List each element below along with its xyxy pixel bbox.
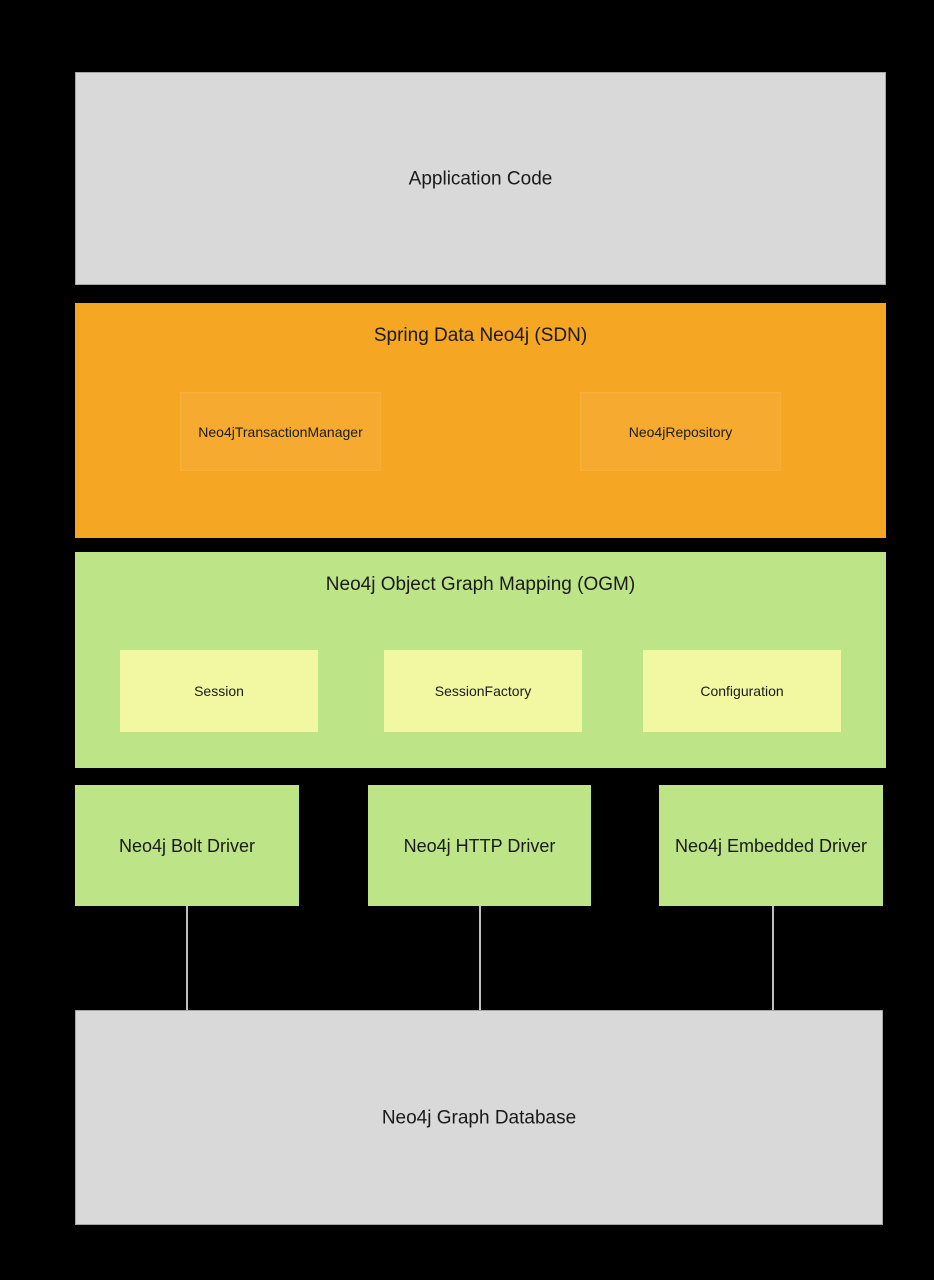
component-neo4j-embedded-driver-label: Neo4j Embedded Driver (674, 835, 868, 856)
connector-bolt-to-db (186, 906, 188, 1010)
layer-spring-data-neo4j[interactable]: Spring Data Neo4j (SDN) Neo4jTransaction… (75, 303, 886, 538)
layer-neo4j-graph-database[interactable]: Neo4j Graph Database (75, 1010, 883, 1225)
component-neo4j-http-driver-label: Neo4j HTTP Driver (403, 835, 556, 856)
component-configuration[interactable]: Configuration (643, 650, 841, 732)
component-neo4j-bolt-driver-label: Neo4j Bolt Driver (118, 835, 256, 856)
connector-embedded-to-db (772, 906, 774, 1010)
component-session-label: Session (194, 683, 244, 699)
component-neo4j-transaction-manager[interactable]: Neo4jTransactionManager (180, 392, 381, 471)
layer-neo4j-ogm-title: Neo4j Object Graph Mapping (OGM) (325, 574, 636, 595)
component-neo4j-embedded-driver[interactable]: Neo4j Embedded Driver (659, 785, 883, 906)
component-session-factory[interactable]: SessionFactory (384, 650, 582, 732)
layer-neo4j-ogm[interactable]: Neo4j Object Graph Mapping (OGM) Session… (75, 552, 886, 768)
component-neo4j-bolt-driver[interactable]: Neo4j Bolt Driver (75, 785, 299, 906)
component-configuration-label: Configuration (700, 683, 784, 699)
layer-spring-data-neo4j-title: Spring Data Neo4j (SDN) (373, 325, 588, 346)
connector-http-to-db (479, 906, 481, 1010)
component-neo4j-http-driver[interactable]: Neo4j HTTP Driver (368, 785, 591, 906)
component-neo4j-repository[interactable]: Neo4jRepository (580, 392, 781, 471)
layer-application-code-label: Application Code (408, 168, 553, 189)
component-neo4j-transaction-manager-label: Neo4jTransactionManager (198, 423, 363, 440)
layer-application-code[interactable]: Application Code (75, 72, 886, 285)
layer-neo4j-graph-database-label: Neo4j Graph Database (381, 1107, 577, 1128)
component-neo4j-repository-label: Neo4jRepository (628, 423, 733, 440)
component-session-factory-label: SessionFactory (434, 683, 532, 699)
component-session[interactable]: Session (120, 650, 318, 732)
